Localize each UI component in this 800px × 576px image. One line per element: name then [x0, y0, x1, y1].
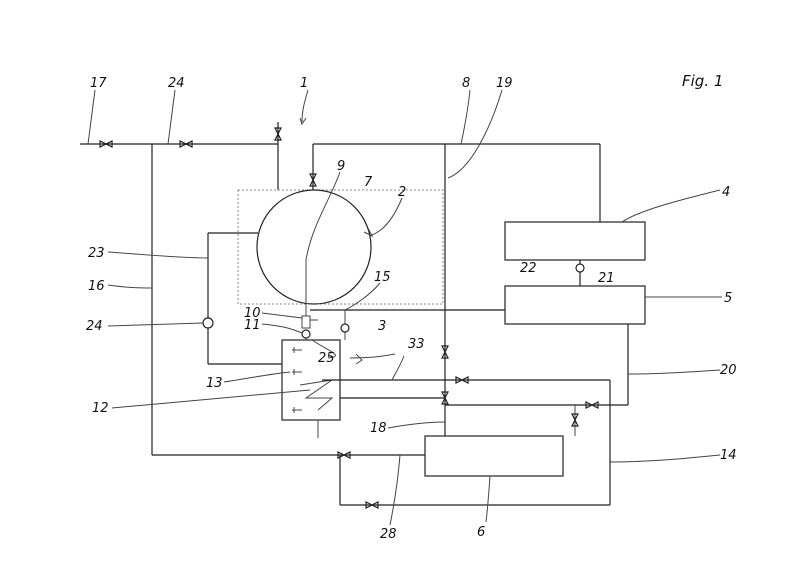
leader-lines	[87, 89, 722, 526]
line-33	[322, 376, 611, 505]
unit-4	[504, 221, 646, 261]
unit-6	[424, 435, 564, 477]
supply-line	[80, 122, 279, 190]
sensor-11	[301, 329, 311, 339]
label-17: 17	[90, 76, 107, 91]
line-9	[305, 171, 341, 316]
line-8	[312, 143, 601, 436]
figure-title: Fig. 1	[682, 72, 723, 90]
valve-18-lower	[441, 391, 449, 405]
label-24-top: 24	[168, 76, 185, 91]
label-23: 23	[88, 246, 105, 261]
valve-24-top	[179, 140, 193, 148]
label-19: 19	[496, 76, 513, 91]
label-12: 12	[92, 401, 109, 416]
sensor-13	[292, 369, 302, 375]
valve-17	[99, 140, 113, 148]
reference-labels: 17 24 1 8 19 9 7 2 4 23 22 21 16 15 5 10…	[86, 76, 737, 542]
label-21: 21	[598, 271, 615, 286]
label-28: 28	[380, 527, 397, 542]
label-1: 1	[300, 76, 308, 91]
label-3: 3	[378, 319, 386, 334]
tank-7	[256, 189, 372, 305]
coil-12	[299, 379, 334, 411]
label-5: 5	[724, 291, 732, 306]
line-20	[445, 324, 629, 409]
label-20: 20	[720, 363, 737, 378]
unit-5	[504, 285, 646, 325]
label-22: 22	[520, 261, 537, 276]
label-33: 33	[408, 337, 425, 352]
label-13: 13	[206, 376, 223, 391]
valve-18-upper	[441, 345, 449, 359]
label-6: 6	[477, 525, 485, 540]
sensor-25	[292, 347, 302, 353]
vent-valve-top	[274, 127, 282, 141]
valve-top-vessel	[309, 173, 317, 187]
label-10: 10	[244, 306, 261, 321]
label-15: 15	[374, 270, 391, 285]
label-25: 25	[318, 351, 335, 366]
sensor-15	[340, 323, 350, 333]
sensor-bottom	[292, 407, 302, 413]
sensor-24	[202, 317, 214, 329]
line-23	[207, 232, 282, 365]
label-16: 16	[88, 279, 105, 294]
element-10	[301, 315, 311, 329]
label-18: 18	[370, 421, 387, 436]
label-14: 14	[720, 448, 737, 463]
valve-drain-20	[571, 405, 579, 436]
bottom-line	[152, 451, 425, 459]
label-11: 11	[244, 318, 261, 333]
label-24-left: 24	[86, 319, 103, 334]
label-8: 8	[462, 76, 470, 91]
label-9: 9	[337, 159, 345, 174]
housing-dashed	[237, 189, 444, 305]
line-28	[339, 455, 610, 509]
label-2: 2	[398, 185, 406, 200]
sensor-22	[575, 263, 585, 273]
label-7: 7	[364, 175, 373, 190]
label-4: 4	[722, 185, 730, 200]
